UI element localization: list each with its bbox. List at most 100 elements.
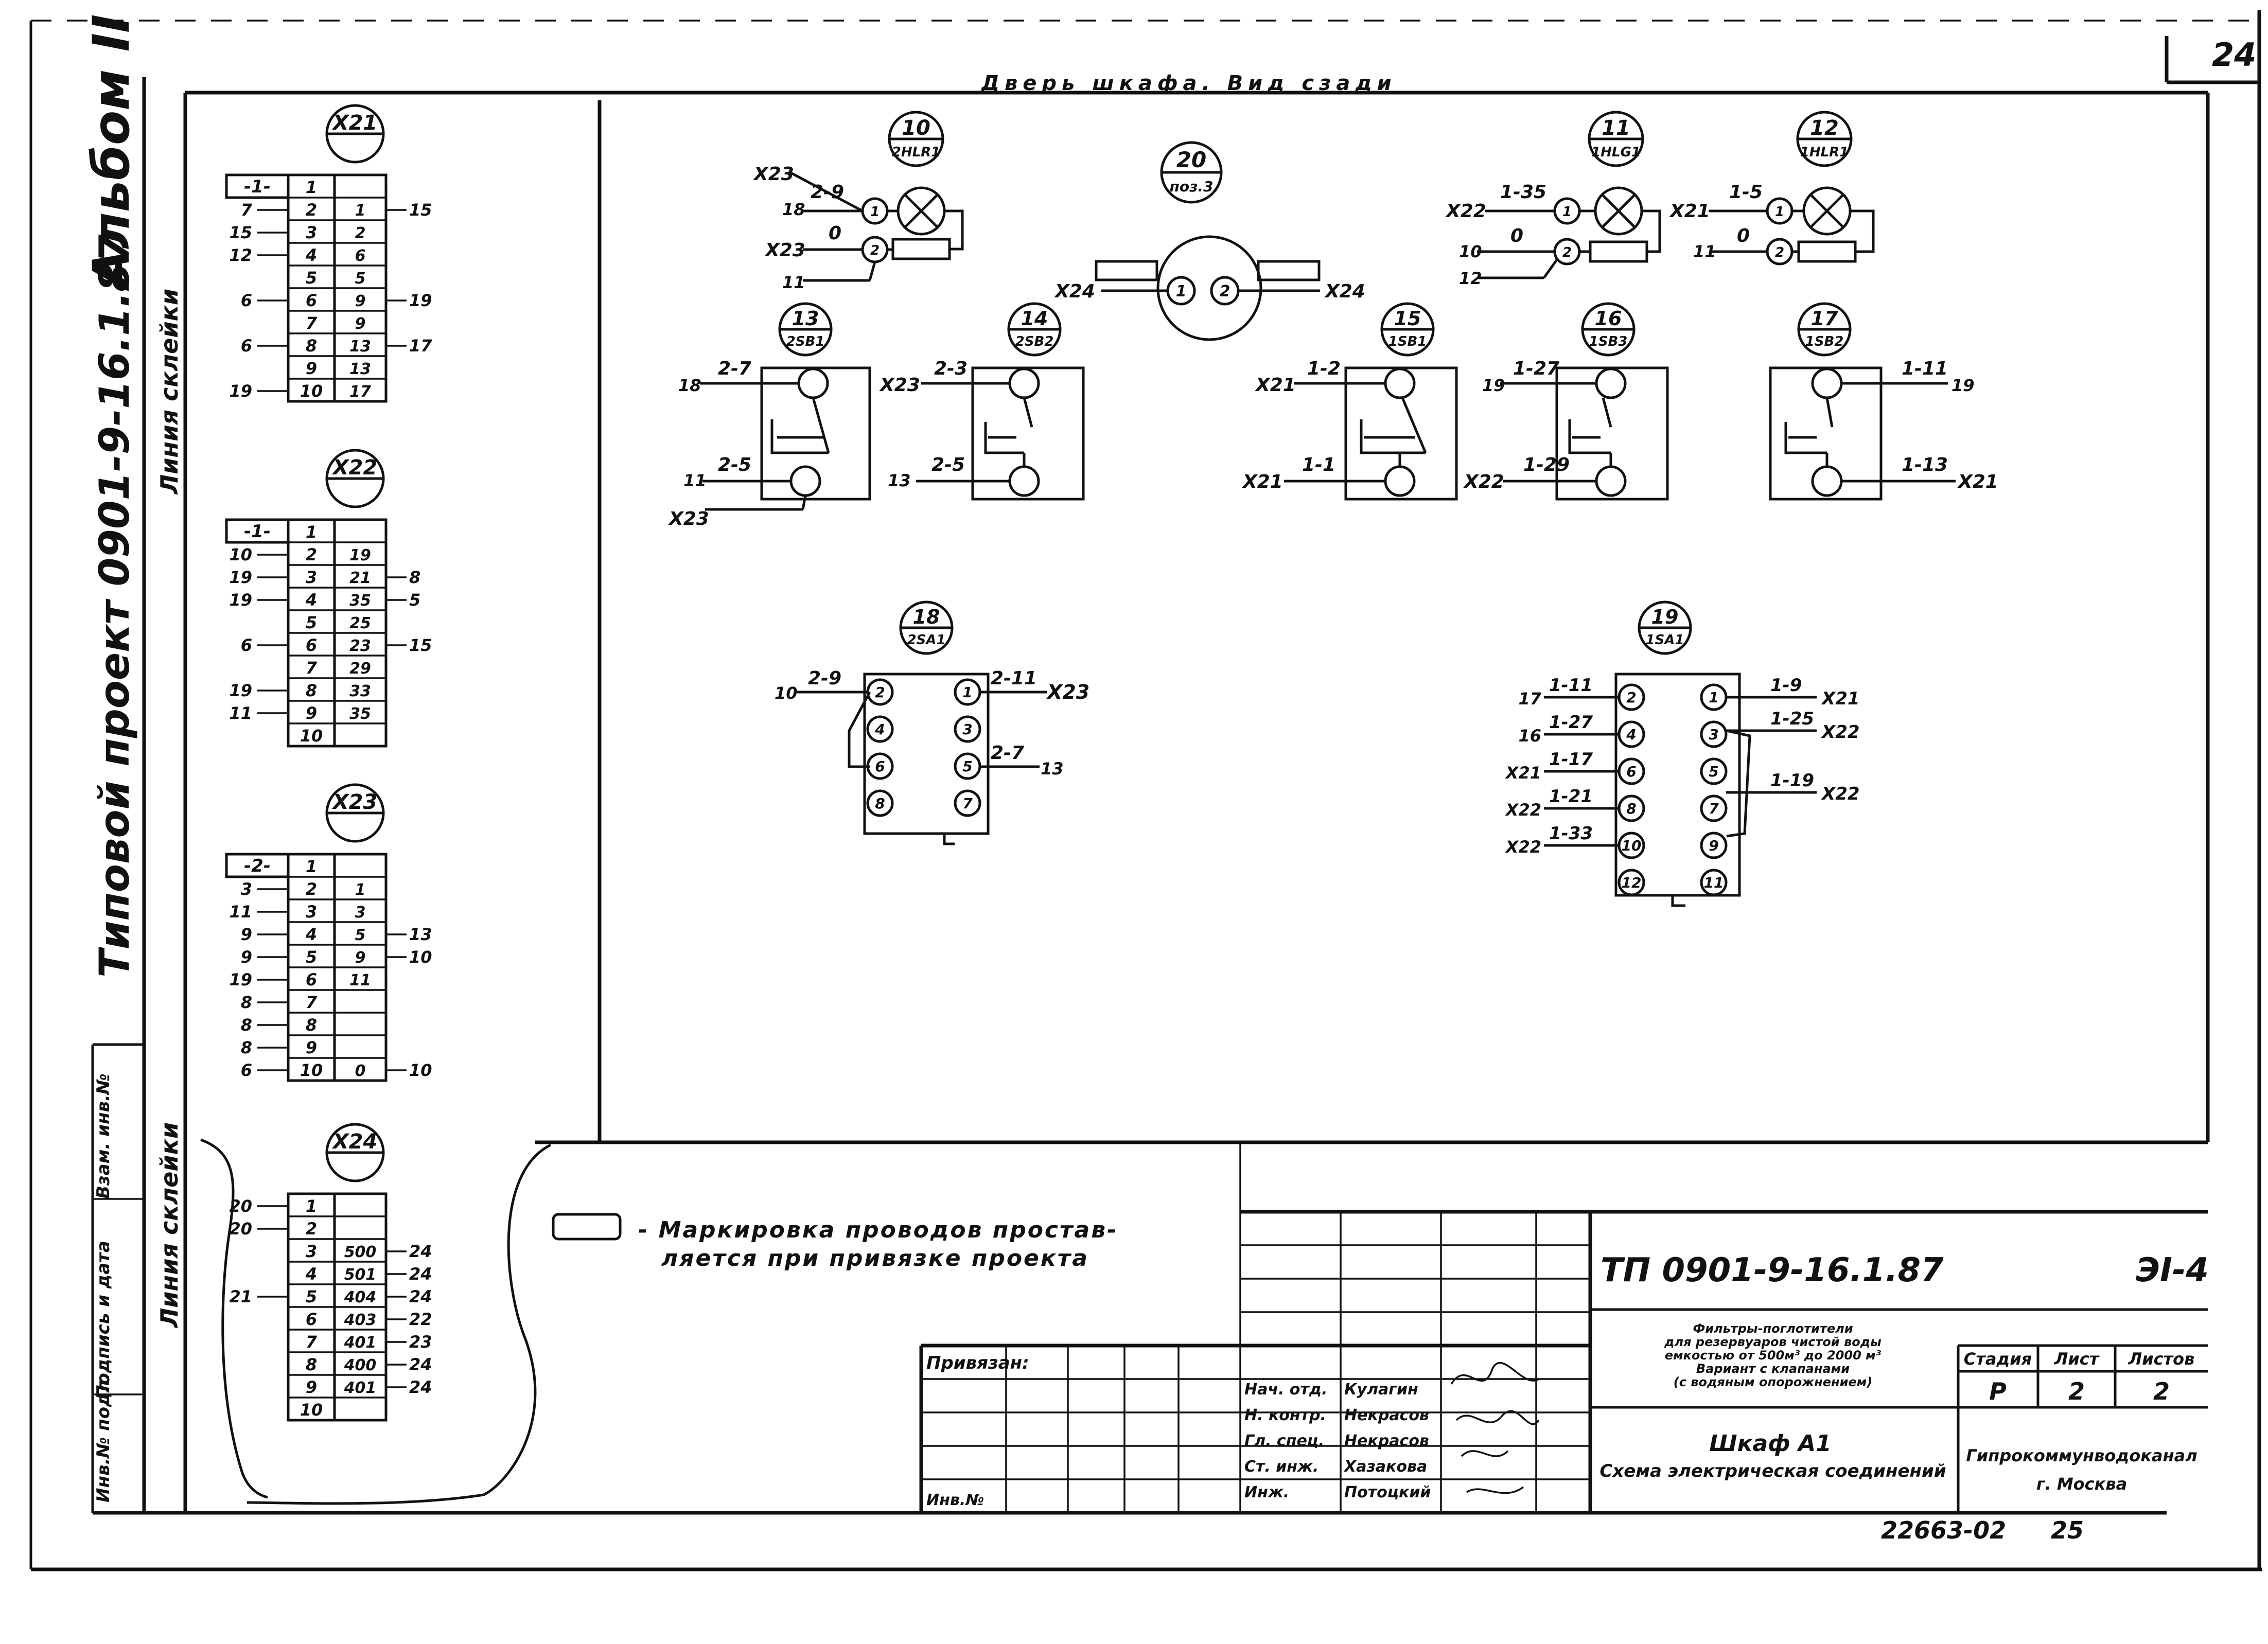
glue-line-lower: Линия склейки <box>155 1122 183 1329</box>
stamp-replacement: Взам. инв.№ <box>93 1073 114 1199</box>
svg-text:1-13: 1-13 <box>1902 454 1948 475</box>
terminal-number: 9 <box>306 703 317 723</box>
album-label: Альбом II <box>82 14 141 292</box>
terminal-right-net: 10 <box>409 1060 432 1080</box>
terminal-number: 8 <box>306 1355 317 1374</box>
terminal-right-net: 8 <box>409 568 420 587</box>
terminal-left-net: 6 <box>241 291 252 310</box>
view-title: Дверь шкафа. Вид сзади <box>980 72 1396 95</box>
svg-text:2: 2 <box>1562 245 1572 260</box>
svg-text:15: 15 <box>1394 307 1421 330</box>
switch-pin-number: 2 <box>875 684 885 701</box>
terminal-number: 1 <box>306 522 317 542</box>
terminal-right-wire: 500 <box>344 1243 377 1261</box>
signer-role: Нач. отд. <box>1244 1381 1327 1399</box>
svg-text:13: 13 <box>888 471 911 490</box>
terminal-right-wire: 19 <box>349 546 371 564</box>
city: г. Москва <box>2036 1474 2127 1494</box>
legend: - Маркировка проводов простав- ляется пр… <box>552 1213 1118 1271</box>
switch-pin-number: 3 <box>1709 726 1718 743</box>
terminal-right-net: 10 <box>409 947 432 967</box>
terminal-right-wire: 9 <box>355 315 366 333</box>
terminal-right-net: 24 <box>409 1355 432 1374</box>
terminal-right-wire: 1 <box>355 881 366 899</box>
signer-name: Некрасов <box>1344 1406 1429 1424</box>
terminal-number: 4 <box>305 925 317 944</box>
terminal-right-net: 19 <box>409 291 432 310</box>
switch-pin-number: 1 <box>962 684 972 701</box>
terminal-number: 5 <box>306 1287 317 1306</box>
svg-text:16: 16 <box>1595 307 1622 330</box>
terminal-right-wire: 9 <box>355 292 366 310</box>
terminal-right-net: 22 <box>409 1310 432 1329</box>
switch-pin-number: 7 <box>1709 800 1719 817</box>
terminal-number: 9 <box>306 1038 317 1057</box>
terminal-left-net: 10 <box>229 545 252 564</box>
svg-text:X24: X24 <box>1324 281 1365 302</box>
terminal-right-wire: 403 <box>344 1311 377 1329</box>
legend-text-line1: - Маркировка проводов простав- <box>638 1217 1118 1243</box>
switch-pin <box>866 715 894 743</box>
svg-text:0: 0 <box>1510 225 1523 246</box>
terminal-right-net: 24 <box>409 1287 432 1306</box>
svg-text:1SB3: 1SB3 <box>1589 334 1628 349</box>
svg-text:2SA1: 2SA1 <box>907 632 945 648</box>
terminal-number: 1 <box>306 857 317 876</box>
terminal-number: 4 <box>305 1264 317 1284</box>
description-line: для резервуаров чистой воды <box>1664 1335 1882 1349</box>
device-15-button: 15 1SB1 X21 1-2 X21 1-1 <box>1242 302 1458 501</box>
svg-text:2: 2 <box>870 243 880 258</box>
bound-label: Привязан: <box>926 1353 1029 1373</box>
terminal-left-net: 11 <box>229 703 252 723</box>
svg-text:1-5: 1-5 <box>1729 182 1763 203</box>
doc-code: ТП 0901-9-16.1.87 <box>1601 1251 1944 1289</box>
svg-text:12: 12 <box>1810 116 1839 140</box>
terminal-number: 10 <box>300 381 323 401</box>
switch-pin <box>866 789 894 817</box>
glue-line-upper: Линия склейки <box>155 289 183 495</box>
svg-text:1: 1 <box>870 204 880 220</box>
project-number-vertical: Типовой проект 0901-9-16.1.87 <box>91 234 138 978</box>
terminal-right-wire: 11 <box>349 971 371 989</box>
svg-text:1HLR1: 1HLR1 <box>1800 145 1849 160</box>
svg-text:18: 18 <box>678 376 701 395</box>
terminal-block-id: X21 <box>331 111 378 135</box>
title-block: ТП 0901-9-16.1.87 ЭI-4 Привязан: Инв.№ Н… <box>919 1210 2209 1544</box>
terminal-right-wire: 404 <box>344 1288 377 1306</box>
svg-text:1-1: 1-1 <box>1302 454 1335 475</box>
switch-wire-label: 1-25 <box>1770 709 1814 729</box>
signer-role: Н. контр. <box>1244 1406 1326 1424</box>
svg-text:2-5: 2-5 <box>718 454 751 475</box>
terminal-left-net: 19 <box>229 970 252 989</box>
signer-role: Инж. <box>1244 1483 1289 1501</box>
svg-text:1-35: 1-35 <box>1500 182 1546 203</box>
terminal-block-header: -1- <box>244 521 271 542</box>
switch-wire-net: X22 <box>1505 837 1541 857</box>
switch-pin-number: 9 <box>1709 837 1718 854</box>
svg-text:10: 10 <box>1459 242 1482 261</box>
description-line: (с водяным опорожнением) <box>1674 1375 1873 1389</box>
terminal-number: 6 <box>306 635 317 655</box>
terminal-right-net: 15 <box>409 200 432 220</box>
switch-wire-label: 1-9 <box>1770 675 1802 696</box>
svg-text:2SB1: 2SB1 <box>786 334 825 349</box>
terminal-right-net: 17 <box>409 336 432 356</box>
terminal-left-net: 7 <box>241 200 253 220</box>
terminal-left-net: 19 <box>229 381 252 401</box>
switch-pin <box>1700 869 1728 896</box>
terminal-left-net: 20 <box>229 1219 252 1239</box>
terminal-left-net: 21 <box>229 1287 252 1306</box>
svg-text:X21: X21 <box>1957 471 1998 492</box>
svg-text:2-3: 2-3 <box>934 358 968 379</box>
svg-text:X21: X21 <box>1255 375 1296 396</box>
stamp-signature: Подпись и дата <box>93 1241 114 1400</box>
switch-pin <box>1700 832 1728 859</box>
svg-text:X23: X23 <box>668 508 709 529</box>
device-16-button: 16 1SB3 19 1-27 X22 1-29 <box>1463 302 1669 501</box>
side-texts: Альбом II Типовой проект 0901-9-16.1.87 … <box>82 14 183 1503</box>
switch-wire-net: X22 <box>1505 800 1541 820</box>
svg-text:1-2: 1-2 <box>1307 358 1341 379</box>
svg-text:1-29: 1-29 <box>1523 454 1570 475</box>
switch-pin <box>1700 757 1728 785</box>
